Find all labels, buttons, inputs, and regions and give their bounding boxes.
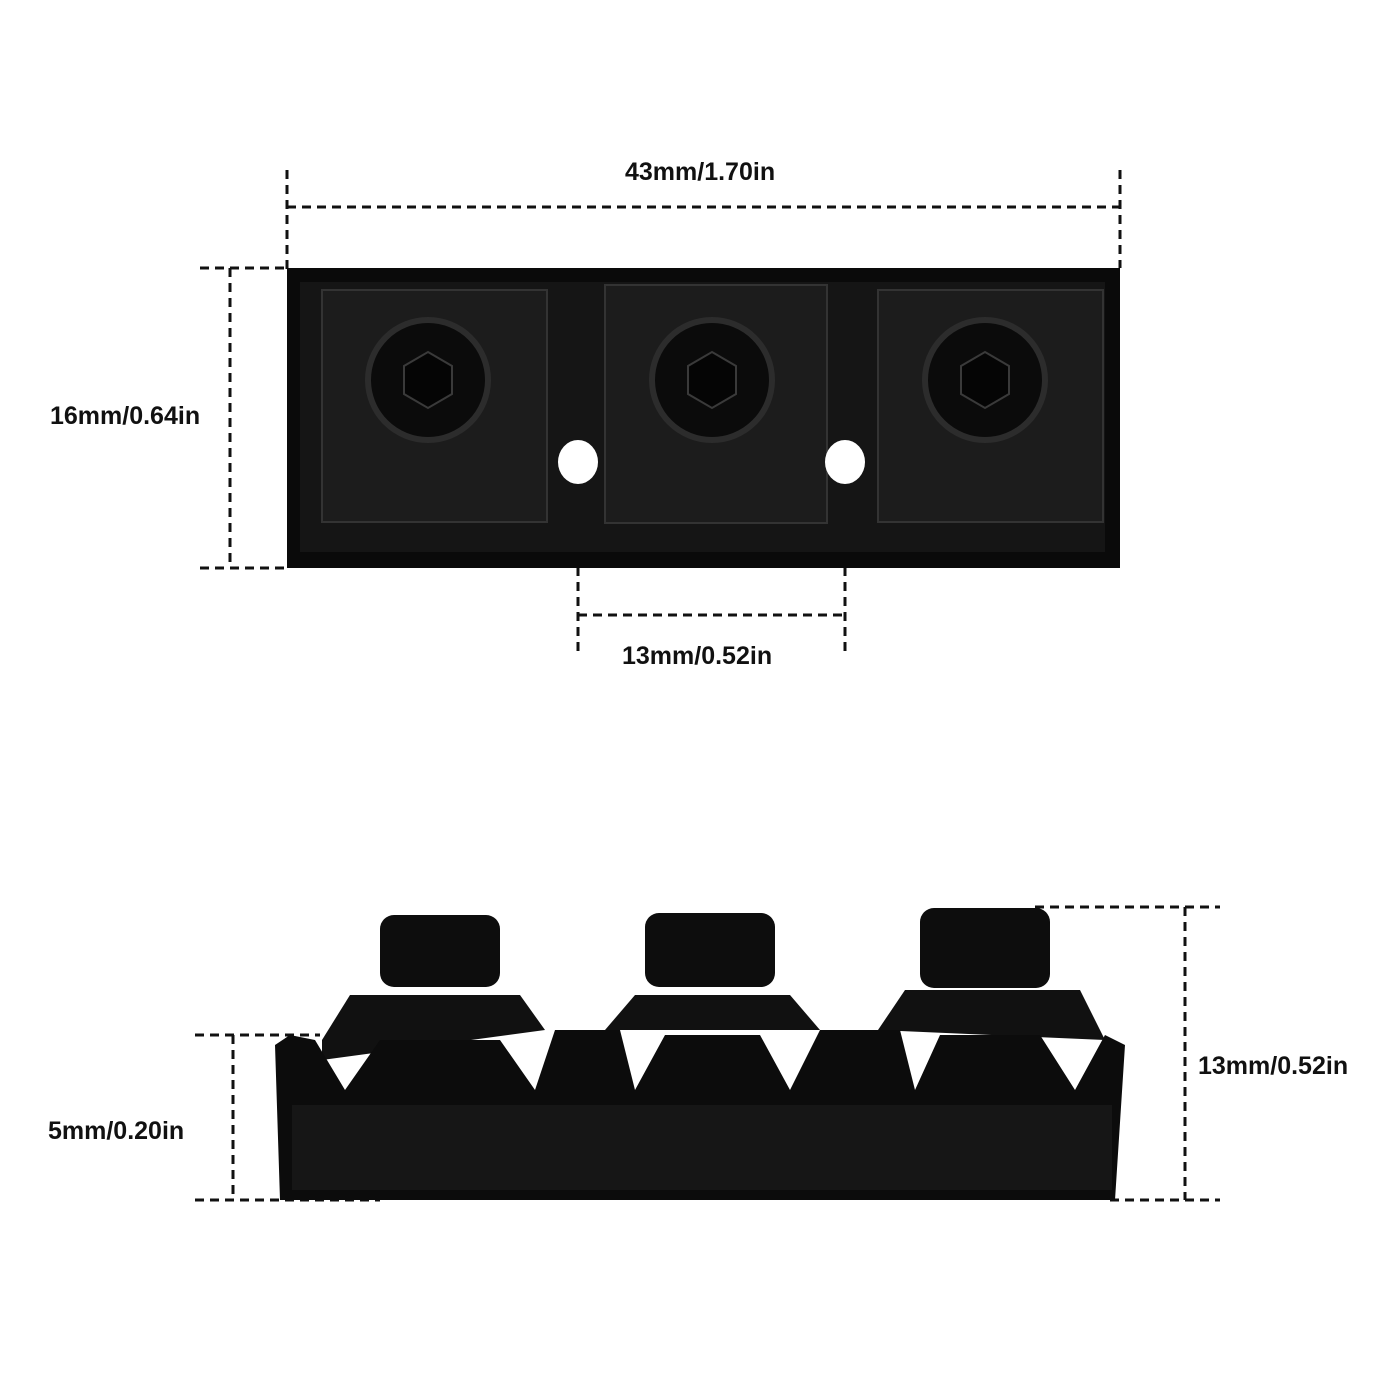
height-dimension-label: 16mm/0.64in [50,402,201,430]
hole-spacing-dimension-label: 13mm/0.52in [622,642,773,670]
base-height-dimension-label: 5mm/0.20in [48,1117,185,1145]
total-height-dimension-label: 13mm/0.52in [1198,1052,1349,1080]
locking-nut-top-view [287,268,1120,568]
locking-nut-side-view [275,908,1125,1200]
width-dimension-label: 43mm/1.70in [625,158,776,186]
